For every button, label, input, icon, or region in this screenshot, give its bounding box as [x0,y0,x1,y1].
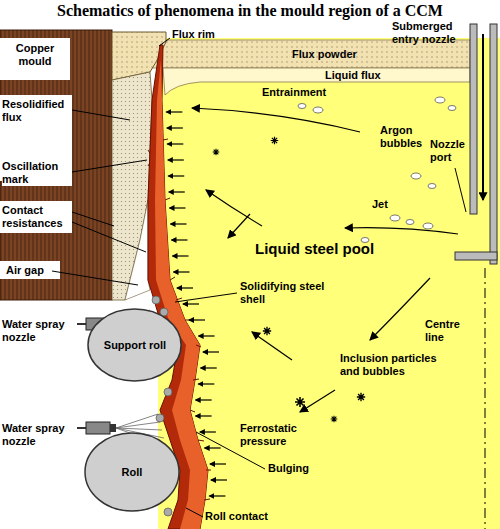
pressure-arrow [210,463,226,464]
part-label: Water spray nozzle [2,318,76,344]
pressure-arrow [174,271,190,272]
part-label: Inclusion particles and bubbles [340,352,452,378]
dendrite-tips [163,139,211,500]
nozzle-wall [490,24,497,264]
steel-inflow-arrow [482,34,484,200]
pressure-arrow [183,303,199,304]
part-label: Ferrostatic pressure [240,422,320,448]
flow-arrow [370,278,430,340]
pressure-arrow [172,239,188,240]
roll: Support roll [87,308,182,382]
label-patch [0,201,72,233]
pressure-arrow [198,383,214,384]
steel-pool [158,38,500,529]
label-patch [0,261,60,279]
nozzle-wall [470,24,477,214]
argon-bubbles [298,97,456,243]
water-droplet [164,508,172,516]
part-label: Water spray nozzle [2,422,76,448]
part-label: Bulging [268,462,309,475]
part-label: Roll contact [205,510,268,523]
pressure-arrows [166,112,227,496]
pressure-arrow [199,335,215,336]
jet-arrow [345,228,458,234]
flow-arrow [252,332,292,360]
leader-line [52,38,466,517]
pressure-arrow [209,495,225,496]
pressure-arrow [196,415,212,416]
flow-arrow [300,390,335,412]
part-label: Centre line [425,318,471,344]
water-droplet [164,388,172,396]
pressure-arrow [196,399,212,400]
centre-line [485,268,486,529]
pressure-arrow [166,111,182,112]
pressure-arrow [167,127,183,128]
part-label: Argon bubbles [380,124,426,150]
resolidified-flux [112,72,152,300]
pressure-arrow [211,479,227,480]
pressure-arrow [177,287,193,288]
part-label: Jet [372,198,388,211]
nozzle-port-lip [455,252,497,260]
label-patch [0,38,70,80]
flow-arrow [206,190,262,226]
roll-label: Roll [122,466,143,479]
inclusion-particle [263,327,271,335]
pressure-arrow [205,447,221,448]
part-label: Copper mould [6,42,64,68]
roll-ellipse [88,309,181,381]
copper-mould [0,30,112,300]
pressure-arrow [173,255,189,256]
water-droplet [156,414,164,422]
inclusion-particle [213,149,220,156]
pressure-arrow [169,191,185,192]
part-label: Contact resistances [2,204,72,230]
pressure-arrow [170,207,186,208]
part-label: Solidifying steel shell [240,280,330,306]
pressure-arrow [201,367,217,368]
inclusion-particle [271,137,279,145]
pressure-arrow [171,223,187,224]
inclusion-particle [357,393,365,401]
inclusion-particle [295,397,305,407]
part-label: Flux rim [172,28,215,41]
roll-ellipse [85,433,179,511]
part-label: Liquid flux [325,69,381,82]
part-label: Resolidified flux [2,98,72,124]
pressure-arrow [168,175,184,176]
pressure-arrow [200,431,216,432]
inclusion-particle [331,416,338,423]
flow-arrow [228,214,250,238]
part-label: Oscillation mark [2,160,72,186]
pressure-arrow [189,319,205,320]
pressure-arrow [168,159,184,160]
water-droplet [152,296,160,304]
part-label: Air gap [6,264,44,277]
part-label: Flux powder [292,48,357,61]
pressure-arrow [167,143,183,144]
part-label: Nozzle port [430,138,468,164]
part-label: Liquid steel pool [255,240,374,258]
flow-arrow [192,108,360,132]
pressure-arrow [203,351,219,352]
diagram-title: Schematics of phenomena in the mould reg… [0,2,500,20]
roll: Roll [84,432,180,512]
roll-label: Support roll [104,339,166,352]
part-label: Entrainment [262,86,326,99]
part-label: Submerged entry nozzle [392,20,468,46]
